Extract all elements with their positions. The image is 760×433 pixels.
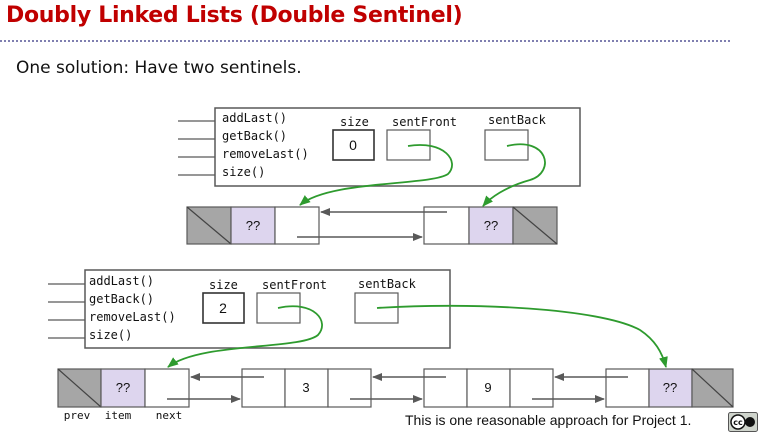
slide-title: Doubly Linked Lists (Double Sentinel) — [6, 3, 463, 28]
bottom-list-object: addLast() getBack() removeLast() size() … — [48, 269, 451, 349]
top-back-sentinel-node: ?? — [423, 206, 558, 245]
top-node-links — [297, 208, 447, 241]
node-prev-label: prev — [64, 409, 91, 422]
slide-caption: This is one reasonable approach for Proj… — [405, 412, 692, 428]
bottom-node-item-1: 3 — [302, 380, 309, 395]
top-size-label: size — [340, 115, 369, 129]
top-sentinel-pointers — [299, 143, 546, 207]
bottom-method-addlast: addLast() — [89, 274, 154, 288]
bottom-method-size: size() — [89, 328, 132, 342]
bottom-front-item-cell — [100, 368, 146, 408]
bottom-size-label: size — [209, 278, 238, 292]
bottom-sentfront-label: sentFront — [262, 278, 327, 292]
bottom-size-box — [202, 292, 245, 324]
bottom-method-getback: getBack() — [89, 292, 154, 306]
top-back-item: ?? — [484, 218, 498, 233]
top-method-getback: getBack() — [222, 129, 287, 143]
bottom-back-sentinel-node: ?? — [605, 368, 734, 408]
bottom-back-item-cell — [648, 368, 693, 408]
creative-commons-icon: cc — [728, 412, 758, 432]
bottom-front-next-cell — [144, 368, 190, 408]
top-sentfront-label: sentFront — [392, 115, 457, 129]
top-method-removelast: removeLast() — [222, 147, 309, 161]
top-method-size: size() — [222, 165, 265, 179]
slide-subtitle: One solution: Have two sentinels. — [16, 58, 302, 78]
top-front-sentinel-node: ?? — [186, 206, 320, 245]
top-front-item: ?? — [246, 218, 260, 233]
title-divider — [0, 40, 730, 42]
cc-badge-text: cc — [733, 418, 743, 427]
top-size-value: 0 — [349, 137, 357, 153]
bottom-node-item-2: 9 — [484, 380, 491, 395]
bottom-node-3: 3 — [241, 368, 372, 408]
bottom-node-item-0: ?? — [116, 380, 130, 395]
bottom-back-prev-cell — [605, 368, 650, 408]
bottom-sentinel-pointers — [167, 304, 668, 368]
top-back-item-cell — [468, 206, 514, 245]
top-method-addlast: addLast() — [222, 111, 287, 125]
node-item-label: item — [105, 409, 132, 422]
bottom-method-removelast: removeLast() — [89, 310, 176, 324]
top-size-box — [332, 129, 375, 161]
top-front-next-cell — [274, 206, 320, 245]
top-back-prev-cell — [423, 206, 470, 245]
node-next-label: next — [156, 409, 183, 422]
bottom-sentback-label: sentBack — [358, 277, 417, 291]
bottom-size-value: 2 — [219, 300, 227, 316]
top-front-item-cell — [230, 206, 276, 245]
top-sentback-label: sentBack — [488, 113, 547, 127]
bottom-node-9: 9 — [423, 368, 554, 408]
bottom-node-item-3: ?? — [663, 380, 677, 395]
bottom-node-links — [167, 373, 628, 403]
bottom-front-sentinel-node: ?? — [57, 368, 190, 408]
top-list-object: addLast() getBack() removeLast() size() … — [178, 107, 581, 187]
